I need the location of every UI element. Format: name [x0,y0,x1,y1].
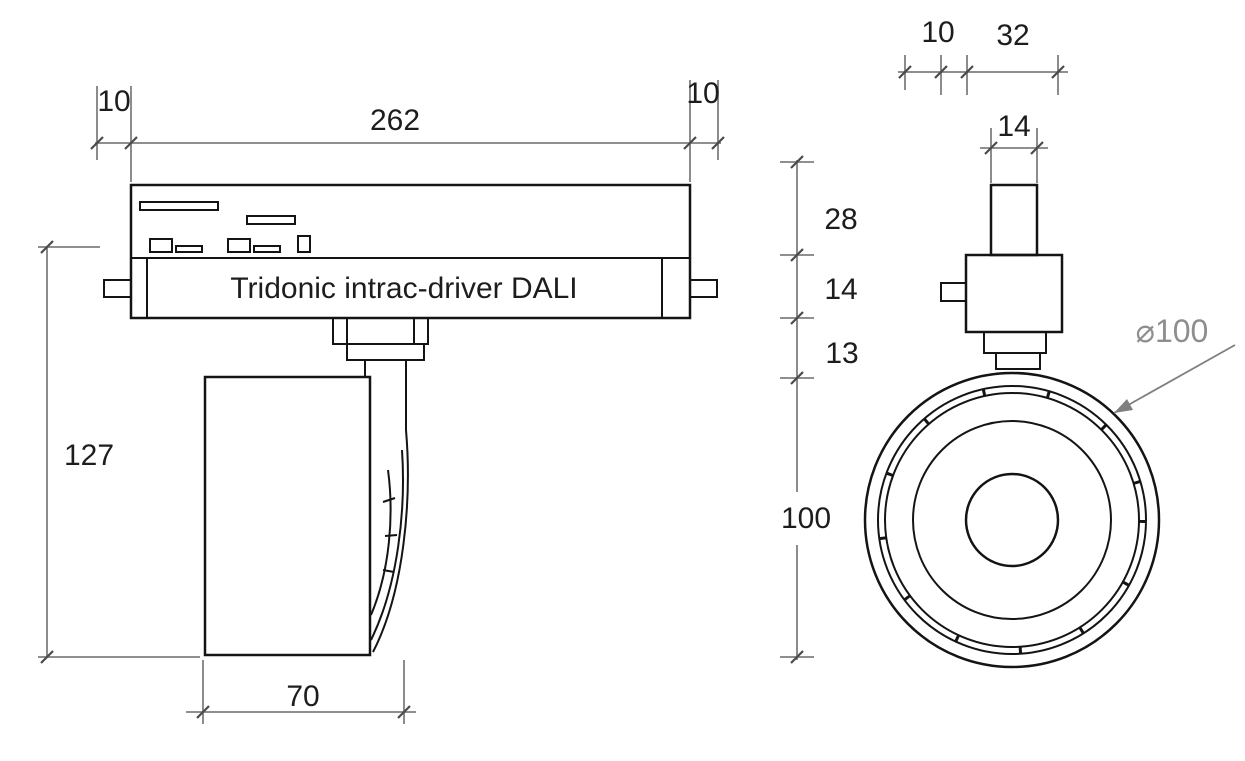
dim-adapter-height-label: 14 [824,273,857,306]
dim-right-overhang-label: 10 [686,77,719,110]
driver-product-label: Tridonic intrac-driver DALI [230,272,577,305]
front-stem-adapter [940,183,1064,370]
lamp-head-side [203,375,409,657]
dim-left-overhang-label: 10 [97,85,130,118]
track-contact-tabs [103,279,718,298]
dim-head-width-label: 70 [286,680,319,713]
dim-overall-height: 127 [38,240,200,664]
dim-stem-height-label: 28 [824,203,857,236]
front-view: 10 32 14 28 14 13 [780,16,1236,669]
dim-diameter-label: ⌀100 [1136,313,1209,349]
dim-diameter-callout: ⌀100 [1113,313,1236,414]
dim-front-top: 10 32 [898,16,1068,95]
dim-overall-height-label: 127 [64,439,114,472]
dim-top-width: 10 262 10 [90,77,725,182]
bezel-tick-ring [878,386,1146,654]
dim-stem-width-label: 14 [997,110,1030,143]
dim-adapter-width-label: 32 [996,19,1029,52]
dim-vertical-stack: 28 14 13 100 [780,155,859,664]
dim-tab-width-label: 10 [921,16,954,49]
dim-stem-width: 14 [980,110,1048,183]
leader-arrowhead [1114,399,1133,413]
dim-neck-height-label: 13 [825,337,858,370]
lamp-head-front [863,371,1161,669]
dim-head-height-label: 100 [781,502,831,535]
mounting-stem [332,317,429,430]
dim-total-width-label: 262 [370,104,420,137]
dim-head-width: 70 [186,660,416,724]
side-view: Tridonic intrac-driver DALI [38,77,725,724]
driver-cutouts [139,201,311,253]
